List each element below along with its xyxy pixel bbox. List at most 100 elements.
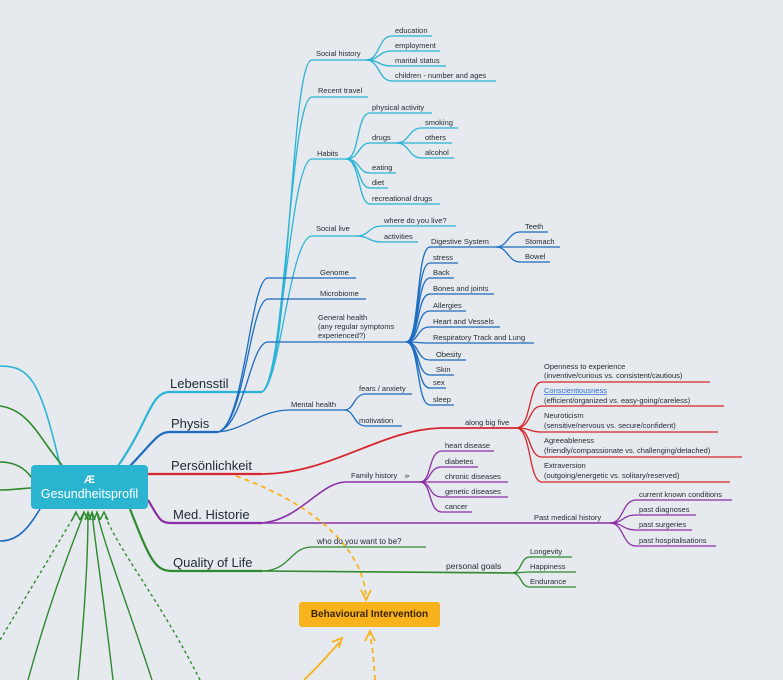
label-openness-desc[interactable]: (inventive/curious vs. consistent/cautio… <box>544 371 683 380</box>
line-drugs <box>345 142 396 160</box>
label-motivation[interactable]: motivation <box>359 416 393 425</box>
label-microbiome[interactable]: Microbiome <box>320 289 359 298</box>
label-allergies[interactable]: Allergies <box>433 301 462 310</box>
label-chronic-diseases[interactable]: chronic diseases <box>445 472 501 481</box>
line-openness <box>515 381 710 429</box>
label-back[interactable]: Back <box>433 268 450 277</box>
left-connector-quality-3 <box>0 487 33 491</box>
label-extraversion[interactable]: Extraversion <box>544 461 586 470</box>
label-recent-travel[interactable]: Recent travel <box>318 86 363 95</box>
label-happiness[interactable]: Happiness <box>530 562 566 571</box>
label-personal-goals[interactable]: personal goals <box>446 561 501 571</box>
label-sex[interactable]: sex <box>433 378 445 387</box>
line-conscientiousness <box>515 405 724 429</box>
intervention-arrows <box>235 475 376 680</box>
arrow-head-bottom-dashed <box>364 628 376 642</box>
label-agreeableness-desc[interactable]: (friendly/compassionate vs. challenging/… <box>544 446 711 455</box>
line-children <box>365 59 496 82</box>
label-mental-health[interactable]: Mental health <box>291 400 336 409</box>
main-branches <box>117 390 262 573</box>
label-past-hospitalisations[interactable]: past hospitalisations <box>639 536 707 545</box>
label-family-history[interactable]: Family history <box>351 471 398 480</box>
line-sleep <box>405 341 454 406</box>
incoming-arrow-6 <box>103 512 201 680</box>
label-children[interactable]: children - number and ages <box>395 71 487 80</box>
label-general-health-2[interactable]: (any regular symptoms <box>318 322 395 331</box>
label-general-health-3[interactable]: experienced?) <box>318 331 366 340</box>
label-genetic-diseases[interactable]: genetic diseases <box>445 487 501 496</box>
label-openness[interactable]: Openness to experience <box>544 362 625 371</box>
label-heart-disease[interactable]: heart disease <box>445 441 490 450</box>
branch-label-physis[interactable]: Physis <box>171 416 210 431</box>
label-longevity[interactable]: Longevity <box>530 547 562 556</box>
label-skin[interactable]: Skin <box>436 365 451 374</box>
label-big-five[interactable]: along big five <box>465 418 509 427</box>
label-genome[interactable]: Genome <box>320 268 349 277</box>
label-social-history[interactable]: Social history <box>316 49 361 58</box>
label-neuroticism[interactable]: Neuroticism <box>544 411 584 420</box>
label-physical-activity[interactable]: physical activity <box>372 103 424 112</box>
root-left-connectors <box>0 365 63 542</box>
incoming-arrow-4 <box>91 512 114 680</box>
label-where-live[interactable]: where do you live? <box>383 216 447 225</box>
branch-label-lebensstil[interactable]: Lebensstil <box>170 376 229 391</box>
label-neuroticism-desc[interactable]: (sensitive/nervous vs. secure/confident) <box>544 421 676 430</box>
label-current-known-conditions[interactable]: current known conditions <box>639 490 722 499</box>
behavioural-intervention-node[interactable]: Behavioural Intervention <box>299 602 440 627</box>
label-diabetes[interactable]: diabetes <box>445 457 474 466</box>
root-logo: Æ <box>84 474 95 486</box>
label-obesity[interactable]: Obesity <box>436 350 462 359</box>
label-education[interactable]: education <box>395 26 428 35</box>
label-sleep[interactable]: sleep <box>433 395 451 404</box>
label-respiratory[interactable]: Respiratory Track and Lung <box>433 333 525 342</box>
line-who <box>261 546 426 572</box>
left-connector-lebensstil <box>0 365 61 466</box>
label-employment[interactable]: employment <box>395 41 437 50</box>
arrow-head-1 <box>71 510 81 521</box>
label-bones[interactable]: Bones and joints <box>433 284 489 293</box>
line-motivation <box>343 409 402 427</box>
label-cancer[interactable]: cancer <box>445 502 468 511</box>
label-digestive-system[interactable]: Digestive System <box>431 237 489 246</box>
label-habits[interactable]: Habits <box>317 149 339 158</box>
label-others[interactable]: others <box>425 133 446 142</box>
label-past-surgeries[interactable]: past surgeries <box>639 520 686 529</box>
label-social-live[interactable]: Social live <box>316 224 350 233</box>
arrow-head-bottom-solid <box>331 636 344 649</box>
branch-label-persoenlichkeit[interactable]: Persönlichkeit <box>171 458 252 473</box>
root-node[interactable]: Æ Gesundheitsprofil <box>31 465 148 509</box>
label-stomach[interactable]: Stomach <box>525 237 555 246</box>
label-agreeableness[interactable]: Agreeableness <box>544 436 594 445</box>
family-history-notes-icon[interactable]: ⊳ <box>405 474 410 480</box>
label-conscientiousness-desc[interactable]: (efficient/organized vs. easy-going/care… <box>544 396 691 405</box>
line-big-five <box>261 427 516 475</box>
label-stress[interactable]: stress <box>433 253 453 262</box>
label-general-health-1[interactable]: General health <box>318 313 367 322</box>
branch-label-quality[interactable]: Quality of Life <box>173 555 253 570</box>
label-conscientiousness[interactable]: Conscientiousness <box>544 386 607 395</box>
arrow-bottom-solid <box>303 641 341 680</box>
label-smoking[interactable]: smoking <box>425 118 453 127</box>
label-drugs[interactable]: drugs <box>372 133 391 142</box>
label-endurance[interactable]: Endurance <box>530 577 566 586</box>
line-endurance <box>511 572 576 588</box>
arrow-head-6 <box>99 510 109 521</box>
label-recreational-drugs[interactable]: recreational drugs <box>372 194 432 203</box>
label-activities[interactable]: activities <box>384 232 413 241</box>
label-heart-vessels[interactable]: Heart and Vessels <box>433 317 494 326</box>
label-fears-anxiety[interactable]: fears / anxiety <box>359 384 406 393</box>
label-marital-status[interactable]: marital status <box>395 56 440 65</box>
label-alcohol[interactable]: alcohol <box>425 148 449 157</box>
label-teeth[interactable]: Teeth <box>525 222 543 231</box>
label-extraversion-desc[interactable]: (outgoing/energetic vs. solitary/reserve… <box>544 471 680 480</box>
label-diet[interactable]: diet <box>372 178 385 187</box>
line-respiratory <box>405 341 534 344</box>
label-who-do-you-want[interactable]: who do you want to be? <box>316 537 402 546</box>
label-past-medical-history[interactable]: Past medical history <box>534 513 601 522</box>
branch-label-med-historie[interactable]: Med. Historie <box>173 507 250 522</box>
label-past-diagnoses[interactable]: past diagnoses <box>639 505 690 514</box>
label-bowel[interactable]: Bowel <box>525 252 546 261</box>
label-eating[interactable]: eating <box>372 163 392 172</box>
line-mental-health <box>217 409 344 433</box>
line-recreational <box>345 158 440 205</box>
